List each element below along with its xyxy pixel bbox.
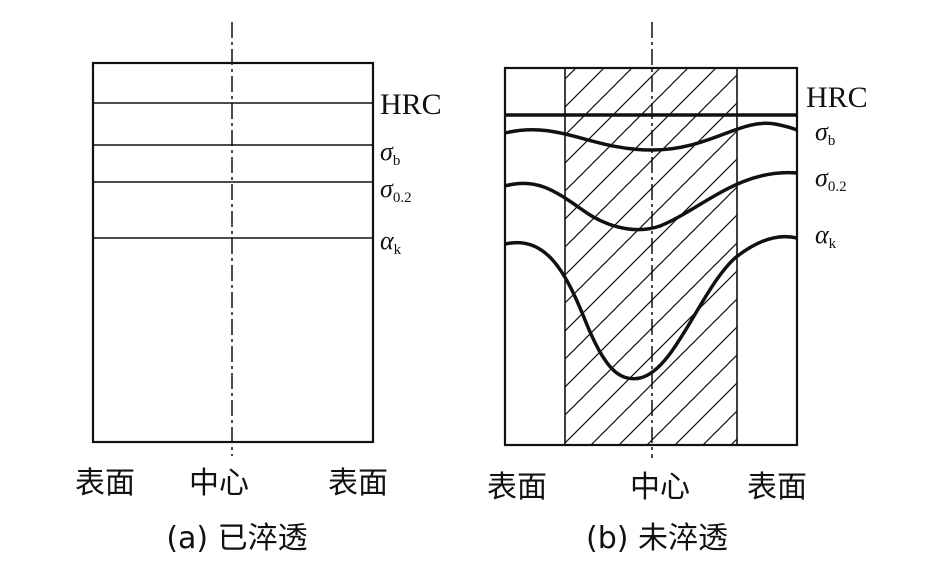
caption-b: (b) 未淬透: [586, 521, 728, 556]
sigma-02-label: σ0.2: [815, 163, 847, 195]
hrc-label: HRC: [380, 88, 442, 121]
surface-right-label: 表面: [747, 470, 807, 505]
alpha-k-label: αk: [380, 226, 402, 258]
alpha-k-curve: [504, 234, 798, 381]
sigma-b-label: σb: [380, 137, 400, 169]
alpha-k-label: αk: [815, 220, 837, 252]
specimen-section: [503, 66, 799, 447]
center-label: 中心: [189, 466, 249, 501]
surface-right-label: 表面: [328, 466, 388, 501]
specimen-section: [91, 61, 375, 444]
hrc-label: HRC: [806, 81, 868, 114]
sigma-02-curve: [504, 170, 798, 232]
caption-a: (a) 已淬透: [166, 521, 307, 556]
surface-left-label: 表面: [75, 466, 135, 501]
panel-b-not-fully-hardened: HRC σb σ0.2 αk 表面 中心 表面 (b) 未淬透: [487, 22, 868, 556]
sigma-02-label: σ0.2: [380, 174, 412, 206]
surface-left-label: 表面: [487, 470, 547, 505]
sigma-b-curve: [504, 121, 798, 152]
sigma-b-label: σb: [815, 117, 835, 149]
unhardened-core-hatch: [565, 68, 737, 445]
panel-a-fully-hardened: HRC σb σ0.2 αk 表面 中心 表面 (a) 已淬透: [75, 22, 442, 556]
center-label: 中心: [630, 470, 690, 505]
